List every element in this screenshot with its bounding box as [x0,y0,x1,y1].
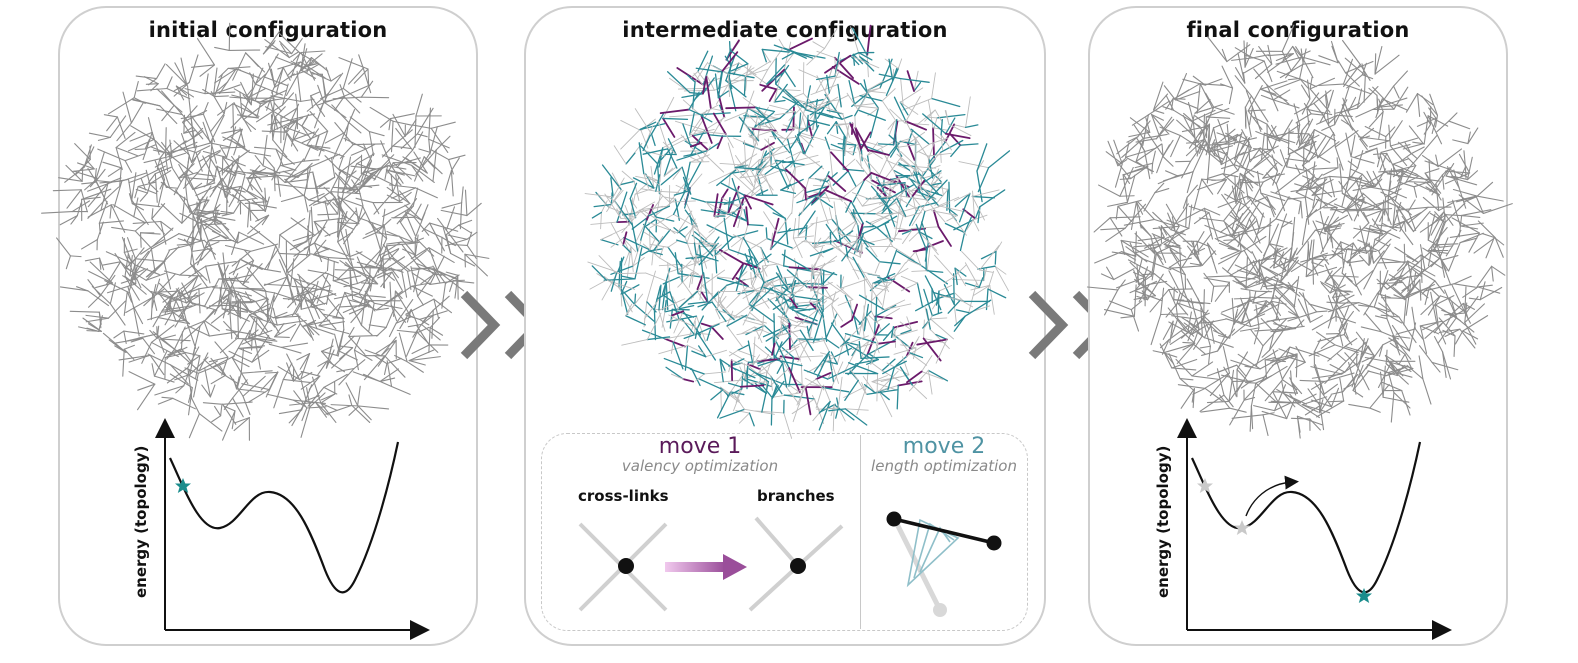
branches-label: branches [757,487,835,505]
hop-arrow [1245,475,1299,517]
move2-subtitle: length optimization [871,457,1017,475]
move1-diagram [578,516,844,612]
move1-title: move 1 [658,434,742,459]
y-axis-label: energy (topology) [132,445,150,598]
star-icon [1356,588,1372,603]
panel-initial: initial configuration [58,6,478,646]
star-icon [1234,520,1250,535]
network-final [1086,24,1513,439]
y-axis-label: energy (topology) [1154,445,1172,598]
branch-node [748,516,844,612]
arrow-right-icon [665,554,747,580]
energy-plot-final [1177,418,1452,640]
moves-box [541,433,1028,631]
cross-links-label: cross-links [578,487,669,505]
energy-curve [1191,441,1422,594]
moves-divider [860,435,861,629]
energy-curve [169,441,400,594]
panel-title-initial: initial configuration [148,18,388,42]
star-icon [175,478,191,493]
move2-title: move 2 [902,434,986,459]
energy-plot-initial [155,418,430,640]
cross-link-node [578,522,668,612]
network-intermediate [584,24,1011,439]
move1-subtitle: valency optimization [621,457,779,475]
panel-title-intermediate: intermediate configuration [622,18,948,42]
network-initial [41,22,490,441]
panel-intermediate: intermediate configuration [524,6,1046,646]
move2-diagram [886,511,1002,617]
star-icon [1197,478,1213,493]
panel-title-final: final configuration [1186,18,1410,42]
